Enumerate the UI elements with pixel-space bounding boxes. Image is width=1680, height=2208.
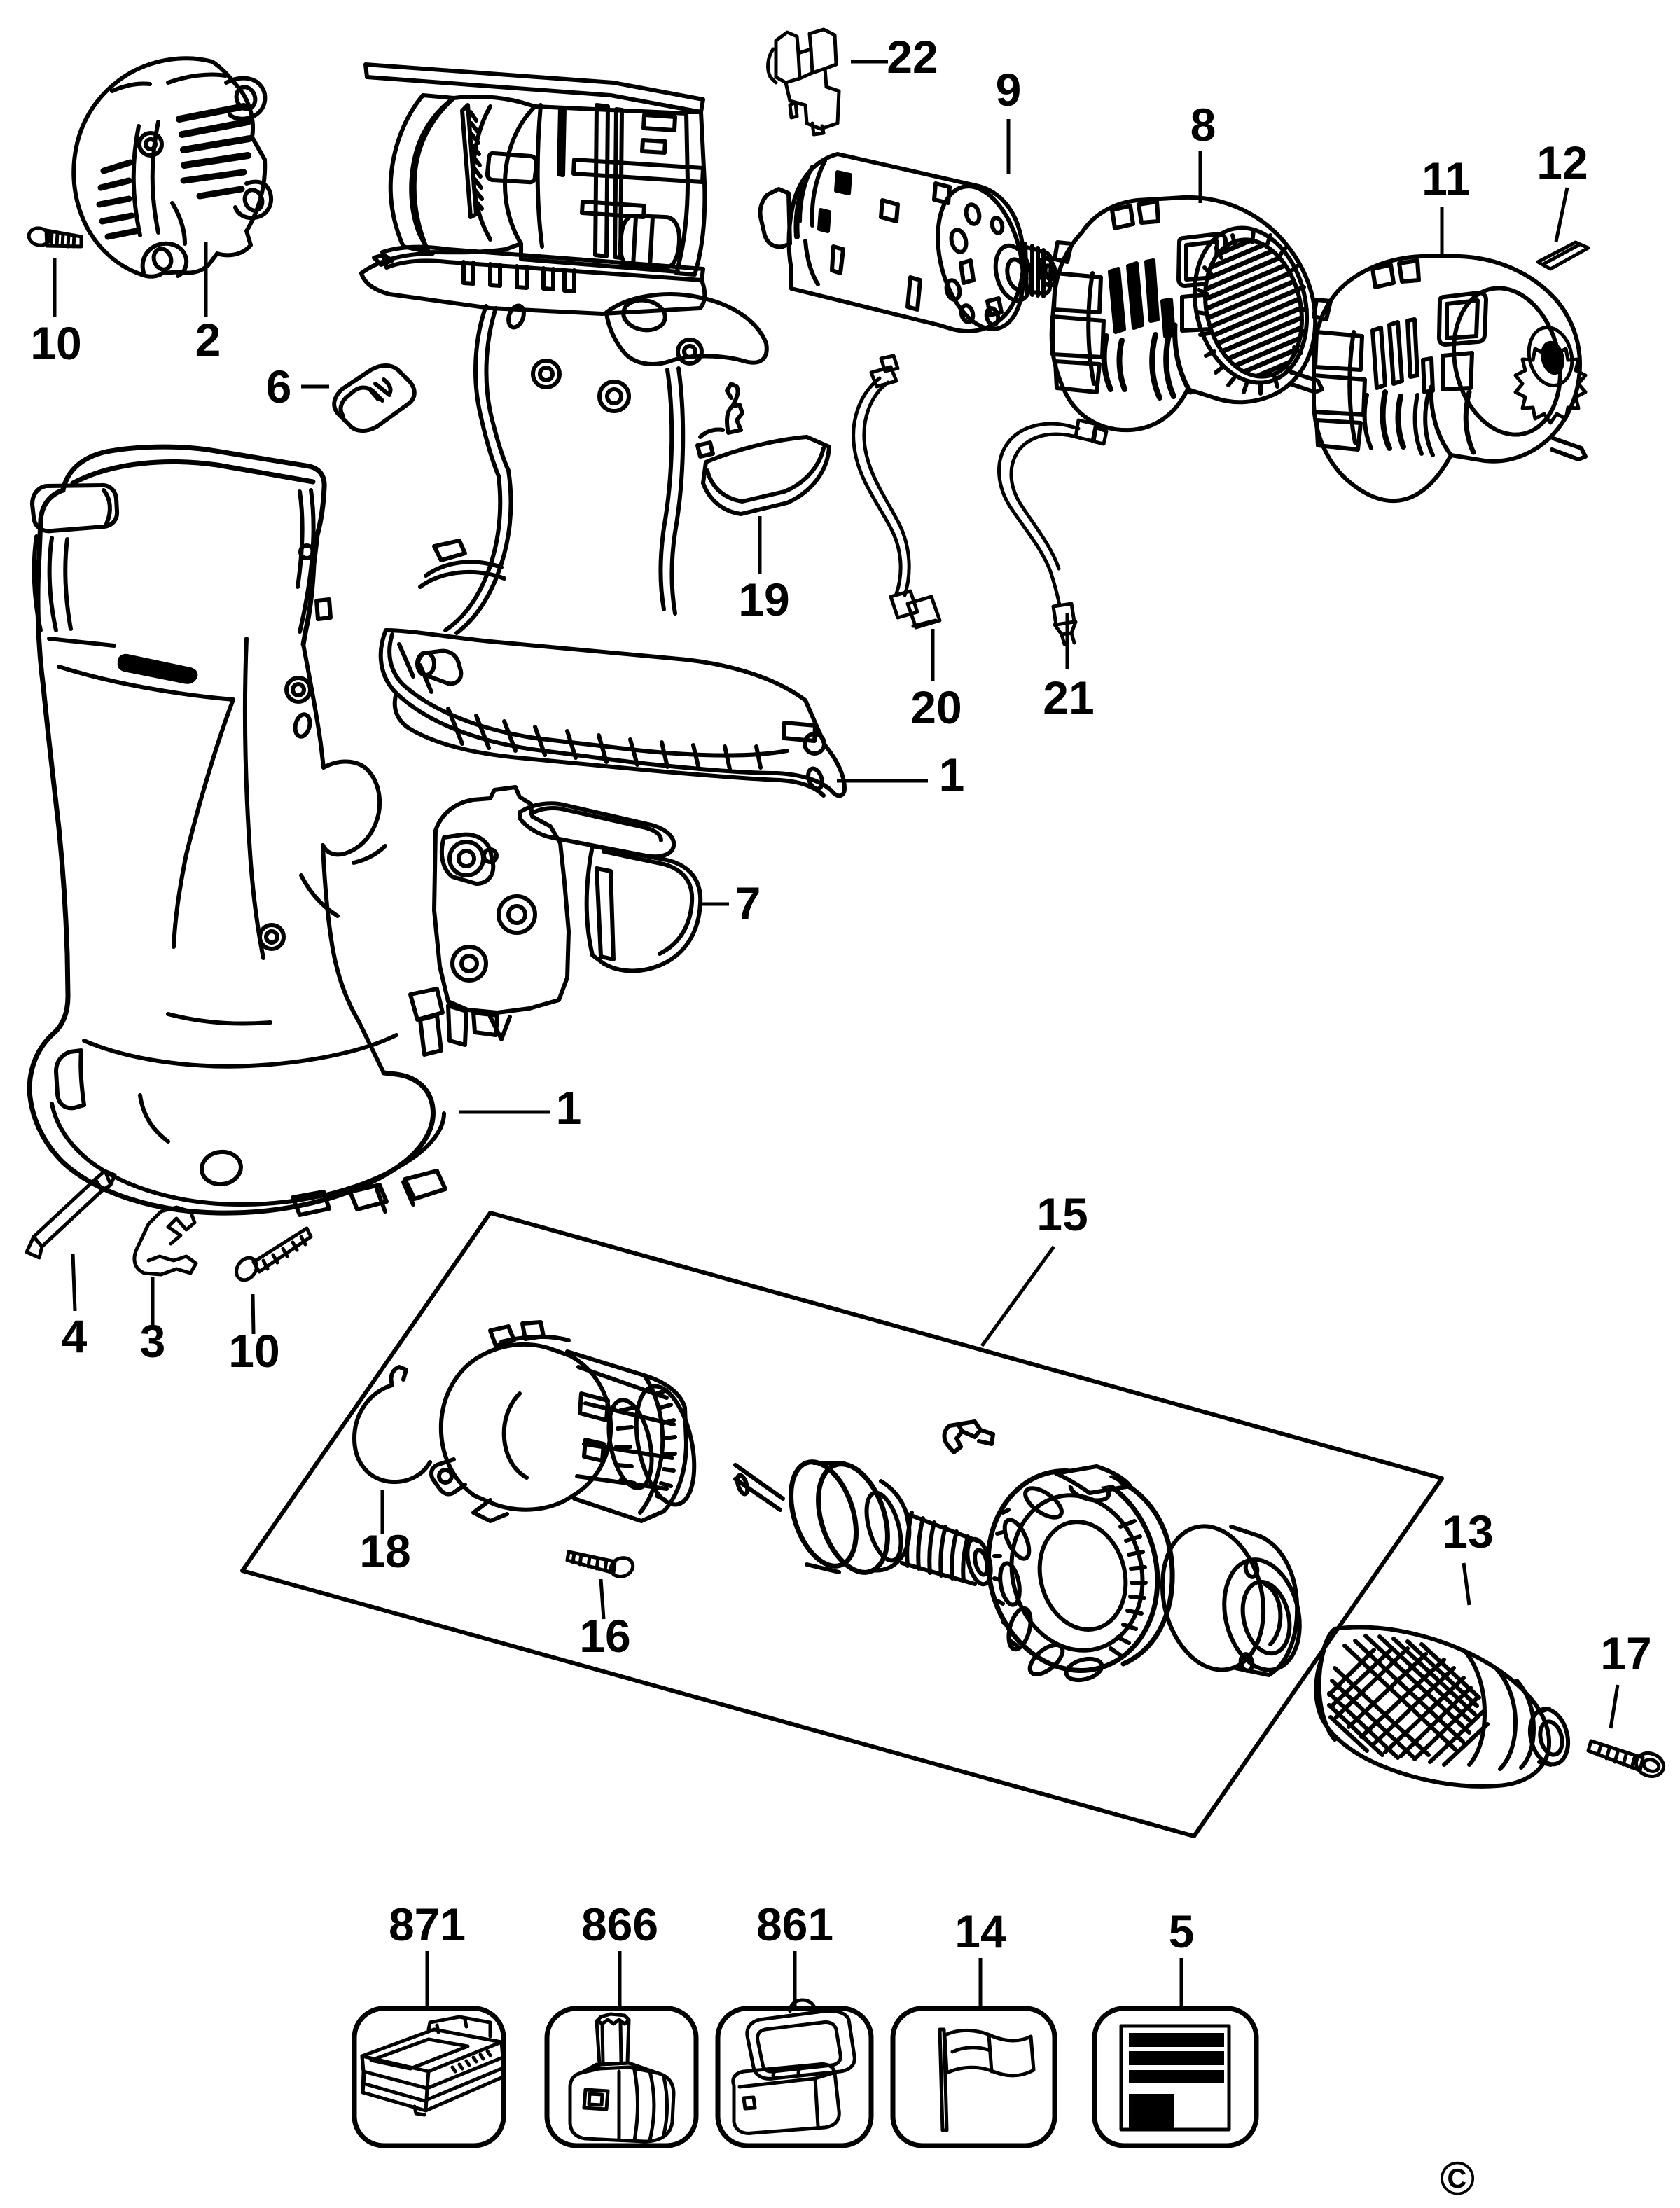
- svg-text:13: 13: [1442, 1506, 1493, 1557]
- svg-text:20: 20: [910, 681, 962, 733]
- svg-text:22: 22: [887, 31, 938, 83]
- svg-text:15: 15: [1036, 1188, 1088, 1240]
- svg-text:18: 18: [359, 1525, 410, 1577]
- svg-text:12: 12: [1536, 137, 1588, 188]
- svg-text:9: 9: [996, 64, 1022, 116]
- svg-text:1: 1: [556, 1082, 582, 1134]
- svg-text:21: 21: [1043, 672, 1094, 723]
- svg-text:10: 10: [30, 317, 81, 369]
- svg-text:1: 1: [939, 749, 965, 800]
- svg-text:8: 8: [1190, 99, 1216, 151]
- svg-text:871: 871: [389, 1898, 466, 1950]
- svg-text:©: ©: [1440, 2152, 1475, 2205]
- svg-text:6: 6: [266, 361, 292, 412]
- svg-text:7: 7: [735, 877, 761, 929]
- svg-text:4: 4: [62, 1310, 88, 1362]
- svg-text:14: 14: [954, 1905, 1006, 1957]
- svg-text:5: 5: [1169, 1905, 1195, 1957]
- svg-text:17: 17: [1600, 1627, 1651, 1679]
- svg-text:11: 11: [1422, 153, 1471, 204]
- svg-text:2: 2: [195, 314, 221, 366]
- svg-text:866: 866: [581, 1898, 658, 1950]
- svg-text:861: 861: [756, 1898, 833, 1950]
- svg-text:19: 19: [738, 574, 789, 625]
